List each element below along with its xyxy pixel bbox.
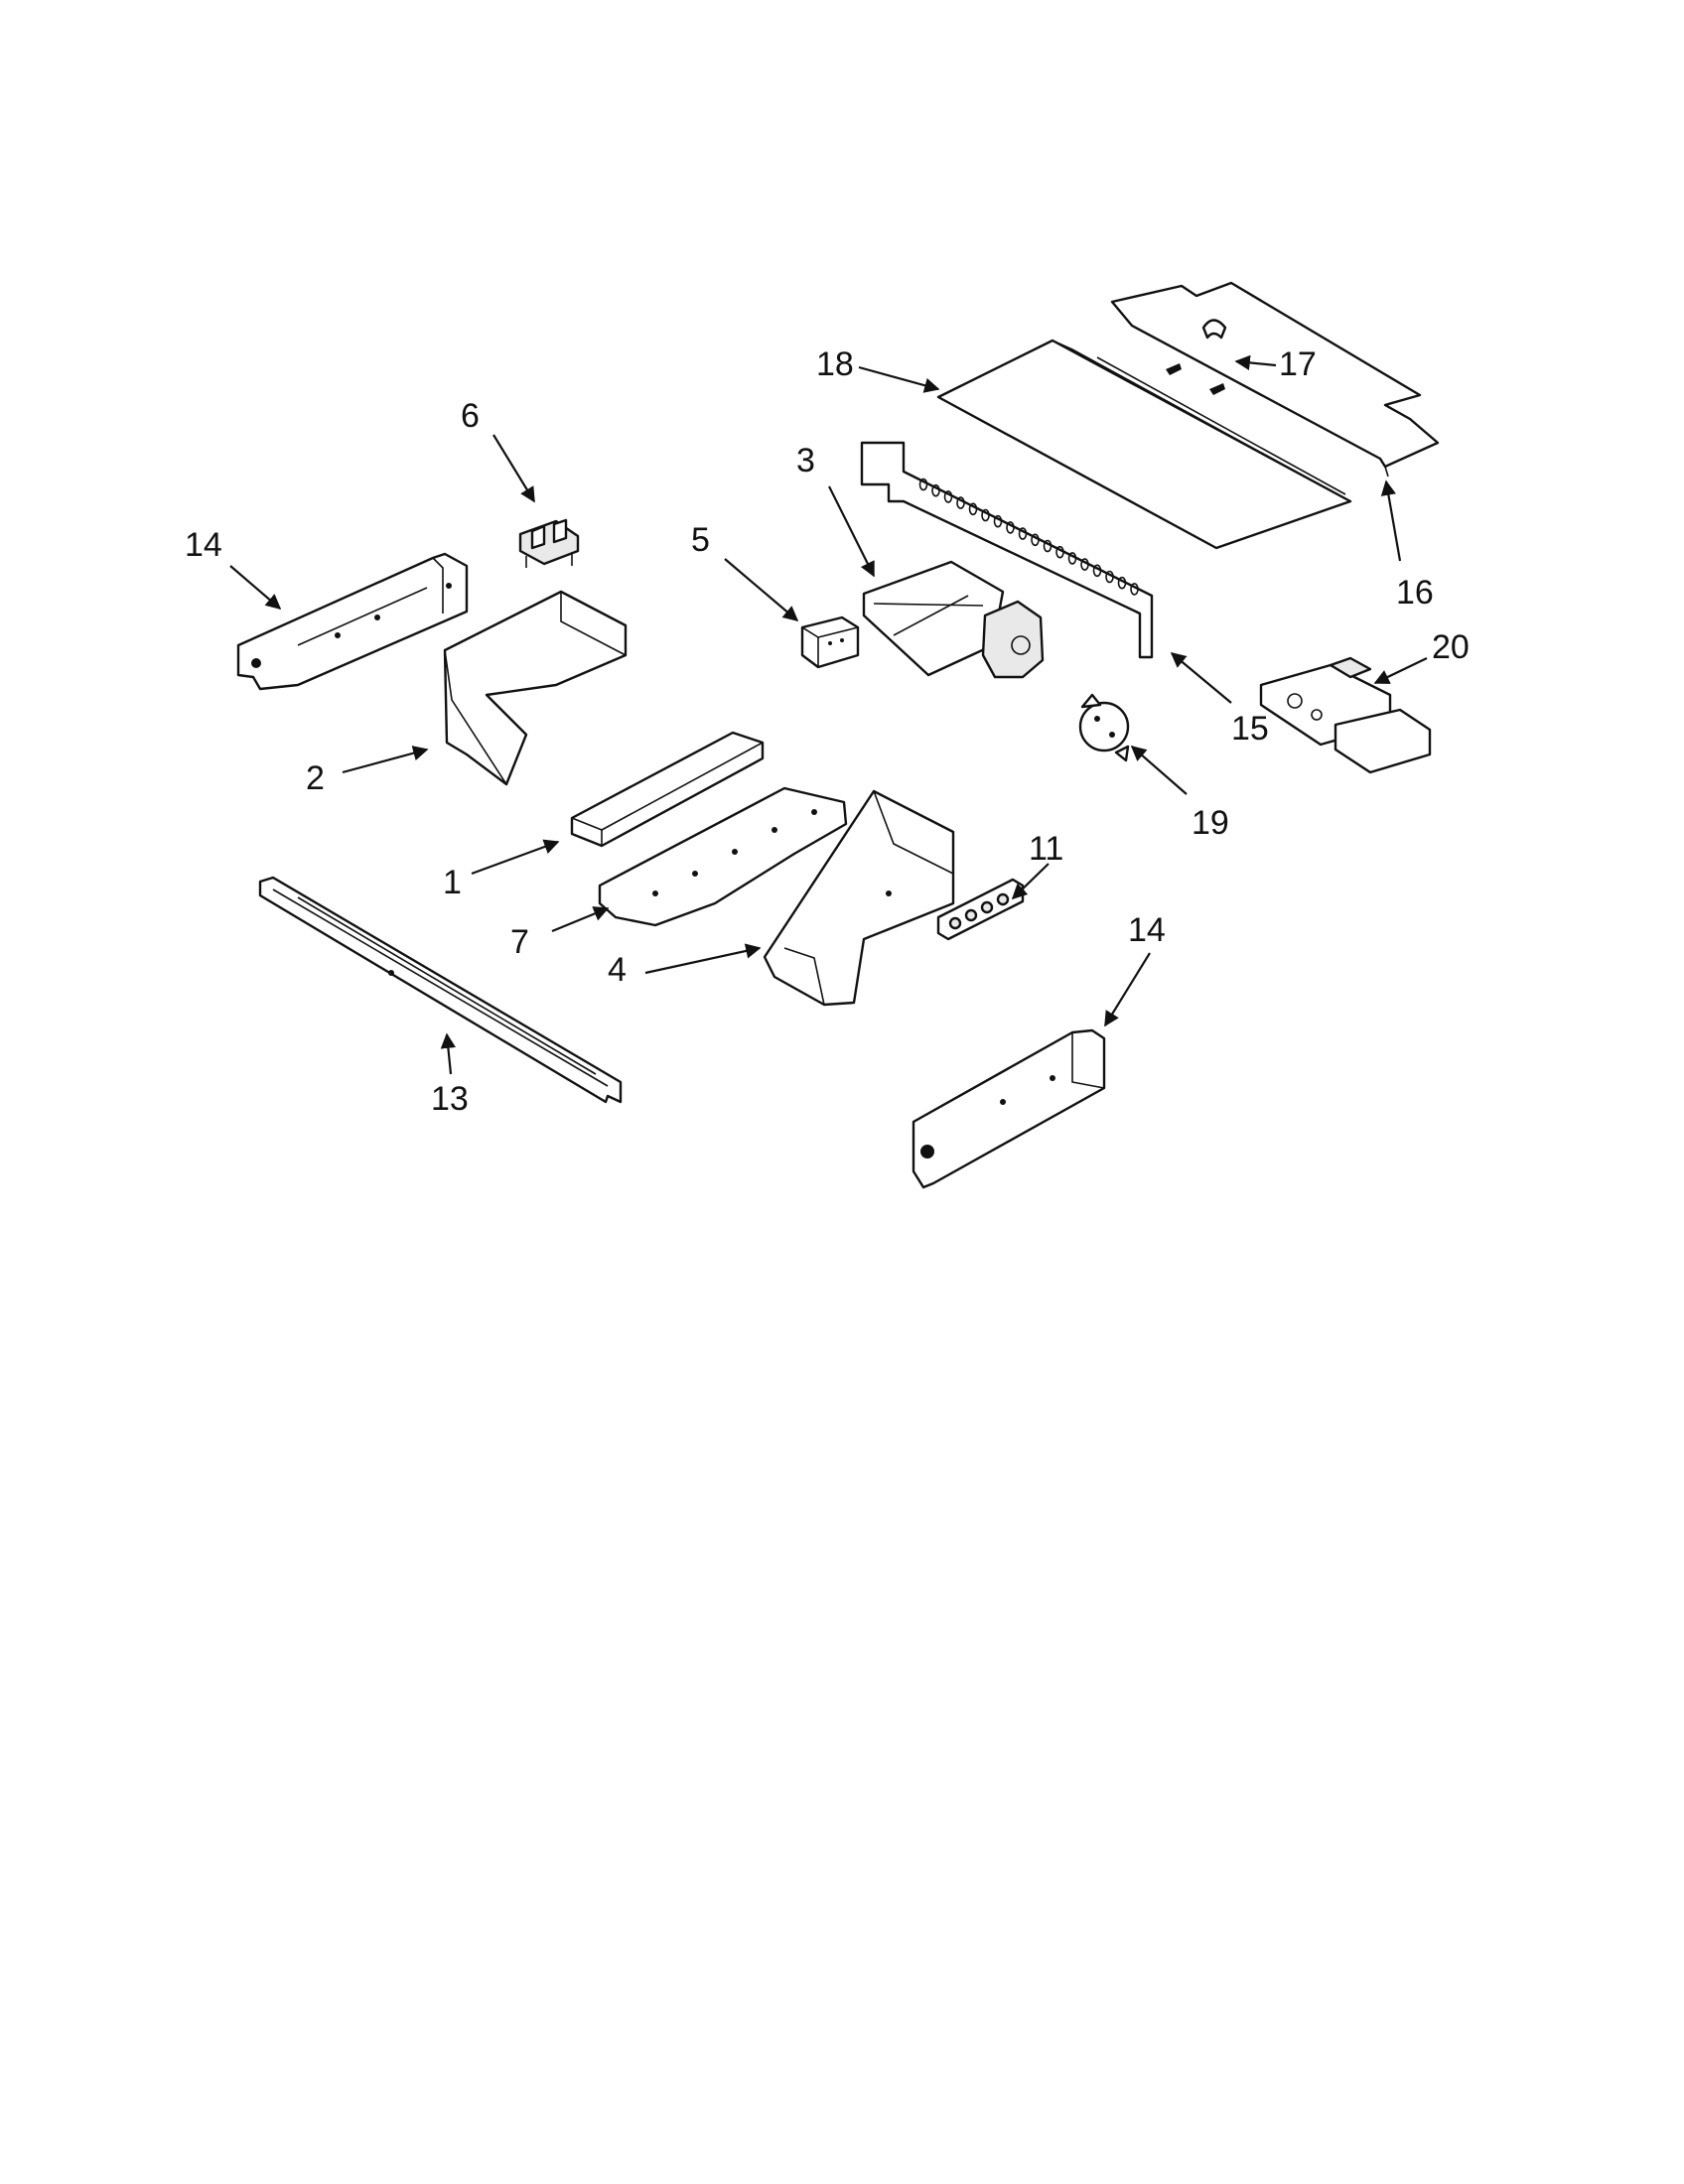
- part-6-transformer: [518, 518, 580, 568]
- part-13-rail: [258, 876, 623, 1104]
- part-2-duct: [443, 590, 628, 786]
- callout-15: 15: [1231, 710, 1269, 748]
- part-19-gasket: [1078, 693, 1130, 762]
- part-17-clip: [1166, 319, 1227, 395]
- leader-lines: [229, 354, 1428, 1075]
- perforation-hole: [956, 496, 965, 509]
- leader-13: [440, 1032, 457, 1075]
- part-1-channel: [570, 731, 765, 848]
- perforation-hole: [1055, 545, 1064, 559]
- callout-2: 2: [306, 759, 325, 797]
- part-4-shield: [763, 789, 955, 1007]
- perforation-hole: [1080, 558, 1089, 571]
- leader-6: [492, 434, 535, 503]
- part-16-rear-panel: [1110, 281, 1440, 478]
- callout-14-left: 14: [185, 526, 222, 564]
- perforation-hole: [993, 514, 1003, 528]
- callout-19: 19: [1192, 804, 1229, 842]
- perforation-hole: [1092, 564, 1102, 578]
- callout-16: 16: [1396, 574, 1434, 612]
- part-18-top-panel: [936, 339, 1352, 550]
- callout-17: 17: [1279, 345, 1317, 383]
- leader-14a: [229, 565, 282, 611]
- leader-11: [1011, 863, 1050, 900]
- callout-6: 6: [461, 397, 480, 435]
- callout-7: 7: [510, 923, 529, 961]
- callout-14-right: 14: [1128, 911, 1166, 949]
- callout-1: 1: [443, 864, 462, 901]
- callout-5: 5: [691, 521, 710, 559]
- part-11-terminal-strip: [936, 878, 1025, 941]
- callout-20: 20: [1432, 628, 1470, 666]
- leader-7: [551, 906, 610, 933]
- part-15-perforated-bracket: [860, 441, 1154, 659]
- leader-14b: [1104, 952, 1151, 1027]
- leader-17: [1234, 354, 1277, 371]
- perforation-hole: [968, 502, 978, 516]
- perforation-hole: [1130, 583, 1139, 596]
- perforation-hole: [1031, 533, 1040, 547]
- leader-19: [1130, 745, 1188, 795]
- leader-4: [644, 943, 762, 975]
- callout-3: 3: [796, 442, 815, 479]
- perforation-hole: [1006, 521, 1015, 534]
- perforation-hole: [931, 483, 940, 497]
- part-5-terminal-block: [800, 615, 860, 669]
- part-20-bracket: [1259, 656, 1432, 774]
- leader-2: [342, 746, 429, 774]
- perforation-hole: [981, 508, 990, 522]
- perforation-hole: [943, 490, 953, 503]
- callout-11: 11: [1029, 830, 1063, 868]
- leader-20: [1373, 657, 1428, 684]
- leader-5: [724, 558, 799, 621]
- perforation-hole: [918, 478, 928, 491]
- part-14-left-side-bracket: [236, 552, 469, 691]
- perforation-hole: [1043, 539, 1052, 553]
- perforation-hole: [1117, 576, 1127, 590]
- part-3-valve-assembly: [862, 560, 1045, 679]
- perforation-hole: [1067, 552, 1077, 565]
- part-14-right-side-bracket: [912, 1028, 1106, 1189]
- leader-15: [1170, 652, 1232, 704]
- callout-13: 13: [431, 1080, 469, 1118]
- perforation-hole: [1105, 570, 1114, 584]
- leader-18: [858, 365, 940, 393]
- leader-1: [471, 839, 560, 876]
- callout-18: 18: [816, 345, 854, 383]
- perforation-holes: [918, 478, 1139, 596]
- leader-16: [1380, 479, 1402, 562]
- leader-3: [828, 485, 875, 578]
- callout-4: 4: [608, 951, 627, 989]
- perforation-hole: [1018, 527, 1028, 540]
- callout-labels: 18 17 16 6 3 14 5 15 20 2 19 11 1 14 7 4…: [185, 345, 1470, 1118]
